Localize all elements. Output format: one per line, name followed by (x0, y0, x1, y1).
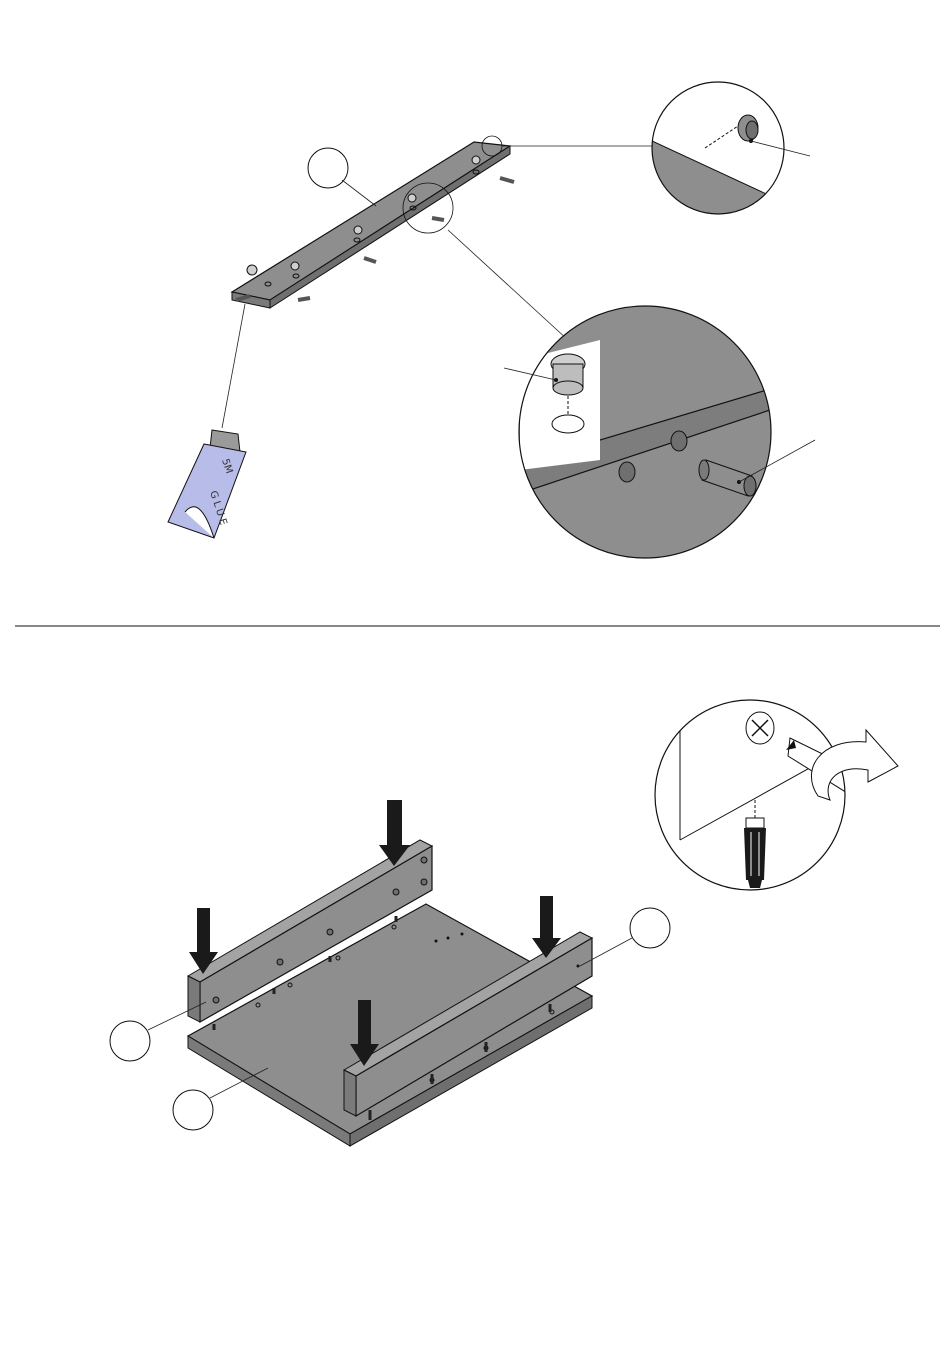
part-callout-circle (630, 908, 670, 948)
zoom-detail-screwdriver (655, 700, 916, 890)
part-callout-circle (173, 1090, 213, 1130)
part-callout-circle (308, 148, 348, 188)
zoom-detail-cam-dowel (500, 300, 815, 600)
glue-tube-icon: GLUE 5M (168, 304, 246, 538)
top-rail-panel (232, 142, 514, 308)
zoom-detail-screw (650, 82, 810, 230)
step-2-illustration (110, 700, 916, 1146)
part-callout-circle (110, 1021, 150, 1061)
step-1-illustration: GLUE 5M (168, 82, 815, 600)
